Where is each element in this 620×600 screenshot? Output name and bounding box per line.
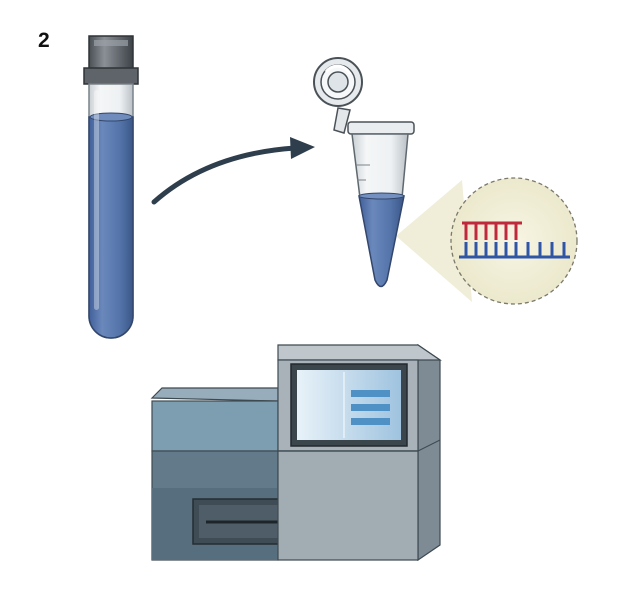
sample-tube-icon (84, 36, 138, 338)
transfer-arrow-icon (154, 137, 315, 202)
microcentrifuge-tube-icon (314, 58, 414, 287)
dna-zoom-callout-icon (396, 178, 577, 304)
target-strand (459, 242, 570, 257)
sequencing-instrument-icon (152, 345, 440, 560)
instrument-screen (291, 364, 407, 446)
